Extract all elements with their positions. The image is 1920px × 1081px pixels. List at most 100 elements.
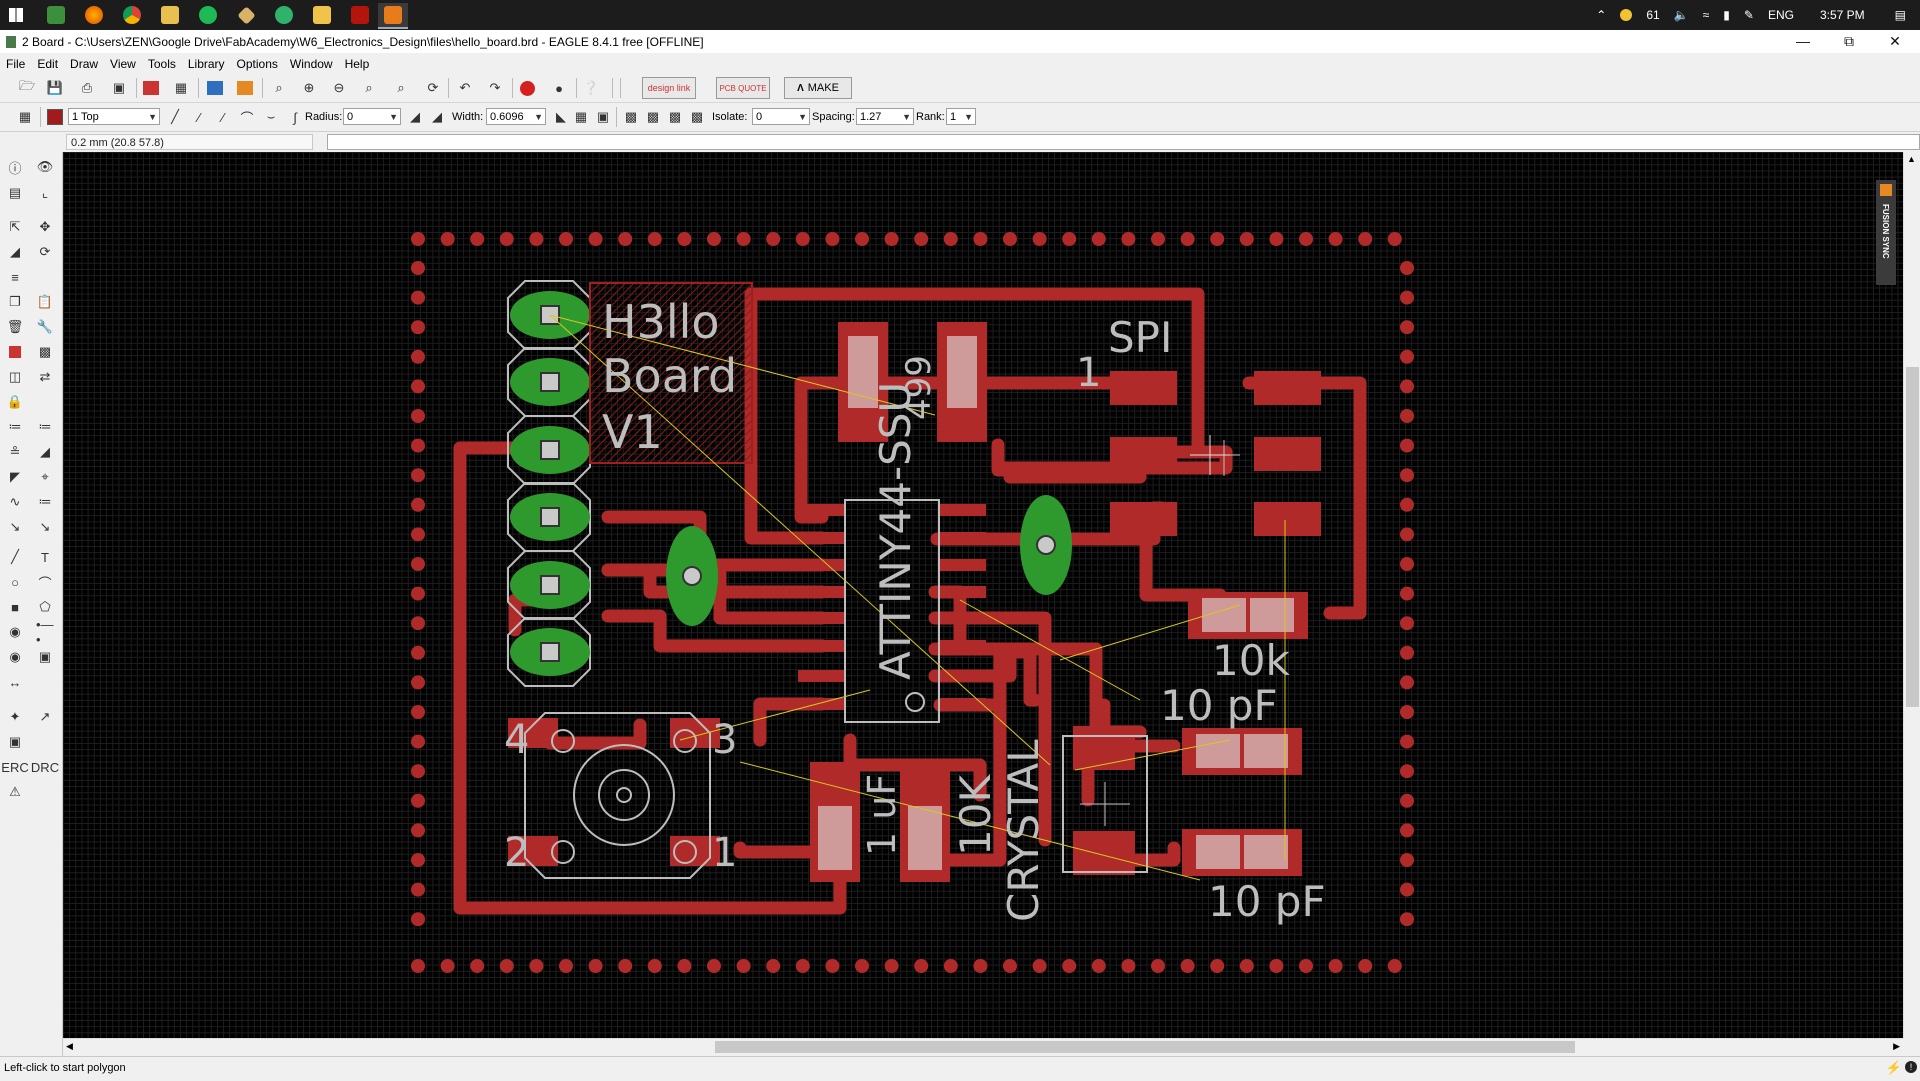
vertical-scroll-thumb[interactable] bbox=[1906, 367, 1919, 707]
ripup-icon[interactable]: ✦ bbox=[9, 709, 21, 724]
wire-bend-arc-icon[interactable]: ⌒ bbox=[240, 110, 254, 126]
layer-color-swatch[interactable] bbox=[46, 108, 64, 126]
script-icon[interactable] bbox=[206, 79, 224, 97]
length-icon[interactable]: ≔ bbox=[38, 494, 52, 509]
layer-select[interactable]: 1 Top▼ bbox=[68, 108, 160, 125]
git-icon[interactable] bbox=[234, 3, 258, 27]
warning-icon[interactable]: ⚠ bbox=[9, 784, 21, 799]
chevron-right-icon[interactable]: ▶ bbox=[1893, 1041, 1900, 1051]
open-icon[interactable]: 🗁 bbox=[18, 78, 36, 93]
swap-icon[interactable]: ⇄ bbox=[39, 369, 51, 384]
zoom-out-icon[interactable]: ⊖ bbox=[333, 80, 345, 95]
width-input[interactable]: 0.6096▼ bbox=[486, 108, 546, 125]
ratsnest-route-icon[interactable]: ↗ bbox=[39, 709, 51, 724]
text-icon[interactable]: T bbox=[41, 549, 49, 565]
pen-icon[interactable]: ✎ bbox=[1743, 8, 1754, 22]
info-icon[interactable]: ⓘ bbox=[8, 160, 22, 176]
autoroute-icon[interactable]: ↘ bbox=[39, 519, 51, 534]
wire-bend-spline-icon[interactable]: ∫ bbox=[293, 109, 297, 125]
library-icon[interactable]: ▦ bbox=[174, 80, 188, 95]
slice-icon[interactable]: ◤ bbox=[10, 469, 20, 484]
copy-icon[interactable]: ❐ bbox=[9, 294, 21, 309]
menu-options[interactable]: Options bbox=[236, 56, 278, 71]
restore-button[interactable]: ⧉ bbox=[1844, 32, 1854, 49]
menu-window[interactable]: Window bbox=[289, 56, 333, 71]
show-icon[interactable]: 👁 bbox=[36, 159, 54, 174]
board-icon[interactable]: ▣ bbox=[8, 734, 22, 749]
split-icon[interactable]: ≗ bbox=[9, 444, 21, 459]
pour-solid-icon[interactable]: ◣ bbox=[556, 109, 566, 124]
drc-icon[interactable]: DRC bbox=[30, 759, 60, 775]
schematic-icon[interactable] bbox=[142, 79, 160, 97]
close-button[interactable]: ✕ bbox=[1889, 32, 1901, 49]
move-select-icon[interactable]: ⇱ bbox=[9, 219, 21, 234]
acrobat-icon[interactable] bbox=[348, 3, 372, 27]
notification-icon[interactable]: ▤ bbox=[1894, 8, 1906, 22]
minimize-button[interactable]: — bbox=[1796, 33, 1810, 49]
horizontal-scroll-thumb[interactable] bbox=[715, 1041, 1575, 1053]
wifi-icon[interactable]: ≈ bbox=[1702, 8, 1710, 22]
move-icon[interactable]: ✥ bbox=[39, 219, 51, 234]
add-part-icon[interactable] bbox=[6, 343, 24, 361]
miter-straight-icon[interactable]: ◢ bbox=[432, 109, 442, 124]
temperature[interactable]: 61 bbox=[1646, 8, 1660, 22]
spacing-input[interactable]: 1.27▼ bbox=[856, 108, 914, 125]
meander-icon[interactable]: ∿ bbox=[9, 494, 21, 509]
stop-status-icon[interactable]: ! bbox=[1905, 1061, 1917, 1073]
horizontal-scrollbar[interactable]: ◀ ▶ bbox=[63, 1038, 1903, 1056]
wire-bend-diag-icon[interactable]: ∕ bbox=[221, 109, 225, 125]
lock-icon[interactable]: 🔒 bbox=[6, 394, 24, 409]
firefox-icon[interactable] bbox=[82, 3, 106, 27]
orphans-icon[interactable]: ▣ bbox=[596, 109, 610, 124]
file-explorer-icon[interactable] bbox=[158, 3, 182, 27]
mirror-icon[interactable]: ◢ bbox=[10, 244, 20, 259]
circle-icon[interactable]: ○ bbox=[11, 574, 19, 590]
battery-icon[interactable]: ▮ bbox=[1723, 8, 1730, 22]
save-icon[interactable]: 💾 bbox=[46, 80, 64, 95]
language-indicator[interactable]: ENG bbox=[1767, 8, 1794, 22]
menu-view[interactable]: View bbox=[110, 56, 136, 71]
chrome-icon[interactable] bbox=[120, 3, 144, 27]
weather-icon[interactable] bbox=[1620, 9, 1633, 21]
delete-icon[interactable]: 🗑 bbox=[6, 319, 24, 334]
lightning-icon[interactable]: ⚡ bbox=[1885, 1060, 1902, 1075]
volume-icon[interactable]: 🔈 bbox=[1673, 8, 1689, 22]
undo-icon[interactable]: ↶ bbox=[459, 80, 471, 95]
command-line-input[interactable] bbox=[327, 134, 1920, 150]
zoom-select-icon[interactable]: ⌕ bbox=[365, 80, 373, 95]
menu-edit[interactable]: Edit bbox=[37, 56, 59, 71]
via-icon[interactable]: ◉ bbox=[9, 649, 21, 664]
design-link-button[interactable]: design link bbox=[642, 77, 696, 99]
arc-icon[interactable]: ⌒ bbox=[38, 575, 52, 591]
radius-input[interactable]: 0▼ bbox=[343, 108, 401, 125]
smash-icon[interactable]: ≔ bbox=[38, 419, 52, 434]
chevron-up-icon[interactable]: ▲ bbox=[1907, 154, 1916, 164]
clock[interactable]: 3:57 PM bbox=[1819, 8, 1865, 22]
eagle-icon[interactable] bbox=[378, 3, 408, 29]
rank-select[interactable]: 1▼ bbox=[946, 108, 976, 125]
line-icon[interactable]: ╱ bbox=[11, 549, 19, 564]
redo-icon[interactable]: ↷ bbox=[489, 80, 501, 95]
thermals-on-icon[interactable]: ▩ bbox=[646, 109, 660, 124]
route-icon[interactable]: ↘ bbox=[9, 519, 21, 534]
menu-tools[interactable]: Tools bbox=[147, 56, 176, 71]
display-layers-icon[interactable]: ▤ bbox=[8, 185, 22, 200]
replace-icon[interactable]: ▩ bbox=[38, 344, 52, 359]
help-icon[interactable]: ❔ bbox=[582, 80, 600, 95]
redraw-icon[interactable]: ⟳ bbox=[427, 80, 439, 95]
properties-icon[interactable]: 🔧 bbox=[36, 319, 54, 334]
signal-icon[interactable]: •—• bbox=[36, 617, 54, 647]
hole-icon[interactable]: ▣ bbox=[38, 649, 52, 664]
grid-icon[interactable]: ▦ bbox=[18, 109, 32, 124]
wire-bend-45-icon[interactable]: ∕ bbox=[197, 109, 201, 125]
wire-bend-straight-icon[interactable]: ╱ bbox=[171, 109, 179, 124]
align-icon[interactable]: ≡ bbox=[11, 269, 19, 285]
chevron-left-icon[interactable]: ◀ bbox=[66, 1041, 73, 1051]
fusion-sync-tab[interactable]: FUSION SYNC bbox=[1876, 180, 1896, 285]
dimension-icon[interactable]: ↔ bbox=[8, 674, 22, 690]
sublime-icon[interactable] bbox=[272, 3, 296, 27]
polygon-icon[interactable]: ⬠ bbox=[39, 599, 51, 614]
thermals-off-icon[interactable]: ▩ bbox=[668, 109, 682, 124]
windows-start-icon[interactable] bbox=[4, 3, 28, 27]
